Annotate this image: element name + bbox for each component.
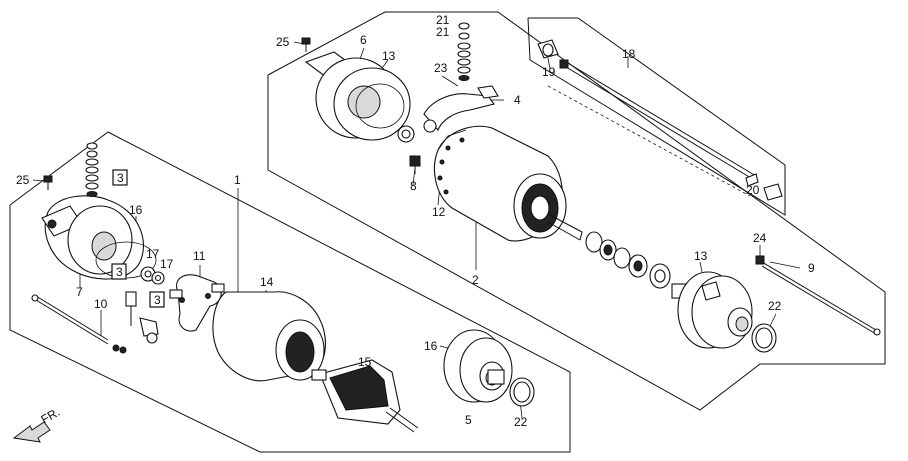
callout-24: 24 [753,231,767,245]
svg-text:3: 3 [116,265,123,279]
brush-set [112,266,165,354]
cap-20 [745,173,783,201]
callout-5: 5 [465,413,472,427]
callout-21a: 21 [436,13,450,27]
front-direction-arrow: FR. [12,405,62,443]
callout-18: 18 [622,47,636,61]
callout-4: 4 [514,93,521,107]
callout-19: 19 [542,65,556,79]
o-ring-front [509,377,535,407]
o-ring-rear [751,323,777,353]
motor-yoke [212,291,326,382]
through-bolt-rear [755,255,881,336]
rear-housing [677,271,753,349]
rear-yoke [433,125,567,242]
callout-17b: 17 [160,257,174,271]
long-bolt-18 [547,59,757,197]
callout-22-front: 22 [514,415,528,429]
callout-23: 23 [434,61,448,75]
through-bolt-front [31,294,109,345]
svg-text:3: 3 [154,293,161,307]
boxed-callout-3-a: 3 [112,169,128,186]
callout-16-housing: 16 [424,339,438,353]
callout-15: 15 [358,355,372,369]
washer-row-rear [585,231,687,299]
callout-25-rear: 25 [276,35,290,49]
callout-1: 1 [234,173,241,187]
callout-10: 10 [94,297,108,311]
group-frame-bolts [527,17,786,216]
callout-6: 6 [360,33,367,47]
boxed-callout-3-b: 3 [111,263,127,280]
leader-lines [32,41,801,419]
bolt-25-rear [301,37,311,52]
washer-rear-small [397,125,415,143]
front-housing [443,329,513,403]
bolt-25-front [43,175,53,190]
callout-22-rear: 22 [768,299,782,313]
callout-9: 9 [808,261,815,275]
callout-13-right: 13 [694,249,708,263]
callout-11: 11 [193,249,206,263]
callout-25-front: 25 [16,173,30,187]
callout-21b: 21 [436,25,450,39]
armature [311,359,419,433]
callout-8: 8 [410,179,417,193]
callout-16-front: 16 [129,203,143,217]
callout-2: 2 [472,273,479,287]
callout-17a: 17 [146,247,160,261]
washer-stack-rear [457,22,471,81]
group-frame-front [9,131,571,453]
callout-13-rear: 13 [382,49,396,63]
group-frame-rear [267,11,886,411]
front-end-cover [41,195,157,280]
rear-end-cover [304,51,411,141]
terminal-8 [409,155,421,174]
callout-12: 12 [432,205,446,219]
callout-20: 20 [746,183,760,197]
brush-plate-rear [423,85,499,133]
callout-labels: 1 2 4 5 6 7 8 9 10 11 12 13 13 14 15 16 … [16,13,815,429]
boxed-callout-3-c: 3 [149,291,165,308]
callout-14: 14 [260,275,274,289]
svg-text:3: 3 [117,171,124,185]
callout-7: 7 [76,285,83,299]
armature-shaft-rear [547,213,583,241]
fitting-19 [537,39,559,59]
washer-stack-front [85,142,99,197]
